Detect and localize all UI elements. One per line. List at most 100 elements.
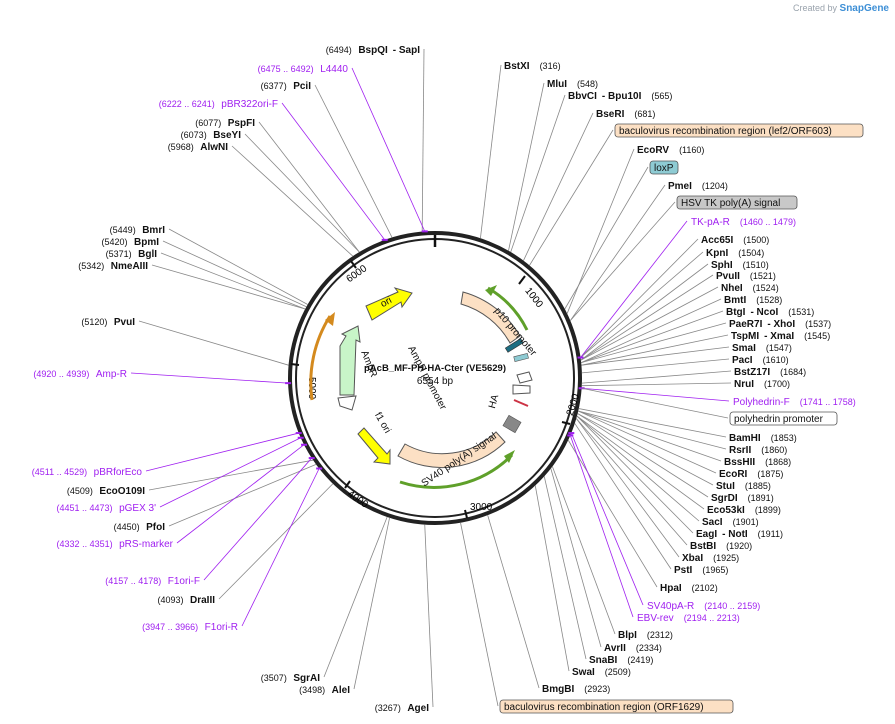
primer-label: Polyhedrin-F(1741 .. 1758) bbox=[733, 397, 856, 408]
primer-pbr322ori-f[interactable]: (6222 .. 6241) pBR322ori-F bbox=[159, 99, 278, 110]
site-name: (5342) NmeAIII bbox=[78, 261, 148, 272]
features bbox=[309, 285, 533, 489]
site-sgrdi[interactable]: SgrDI(1891) bbox=[711, 493, 774, 504]
site-bstbi[interactable]: BstBI(1920) bbox=[690, 541, 752, 552]
site-smai[interactable]: SmaI(1547) bbox=[732, 343, 792, 354]
site-name: (4093) DraIII bbox=[157, 595, 215, 606]
site-psti[interactable]: PstI(1965) bbox=[674, 565, 728, 576]
site-blpi[interactable]: BlpI(2312) bbox=[618, 630, 673, 641]
site-ecoo109i[interactable]: (4509) EcoO109I bbox=[67, 486, 145, 497]
feature-box-loxp[interactable]: loxP bbox=[649, 160, 679, 175]
site-nrui[interactable]: NruI(1700) bbox=[734, 379, 790, 390]
site-bamhi[interactable]: BamHI(1853) bbox=[729, 433, 797, 444]
site-bsshii[interactable]: BssHII(1868) bbox=[724, 457, 791, 468]
site-kpni[interactable]: KpnI(1504) bbox=[706, 248, 764, 259]
site-hpai[interactable]: HpaI(2102) bbox=[660, 583, 718, 594]
leader-line bbox=[567, 439, 658, 588]
site-bseyi[interactable]: (6073) BseYI bbox=[181, 130, 242, 141]
site-name: (4509) EcoO109I bbox=[67, 486, 145, 497]
site-pcii[interactable]: (6377) PciI bbox=[261, 81, 312, 92]
site-btgi[interactable]: BtgI- NcoI(1531) bbox=[726, 307, 814, 318]
site-alei[interactable]: (3498) AleI bbox=[299, 685, 350, 696]
site-bseri[interactable]: BseRI(681) bbox=[596, 109, 655, 120]
site-pspfi[interactable]: (6077) PspFI bbox=[195, 118, 255, 129]
primer-prs-marker[interactable]: (4332 .. 4351) pRS-marker bbox=[57, 539, 174, 550]
primer-pgex-3[interactable]: (4451 .. 4473) pGEX 3' bbox=[57, 503, 157, 514]
leader-line bbox=[575, 418, 680, 558]
primer-amp-r[interactable]: (4920 .. 4939) Amp-R bbox=[33, 369, 127, 380]
feature-box-label: loxP bbox=[654, 163, 674, 174]
site-bmgbi[interactable]: BmgBI(2923) bbox=[542, 684, 610, 695]
primer-tk-pa-r[interactable]: TK-pA-R(1460 .. 1479) bbox=[691, 217, 796, 228]
site-saci[interactable]: SacI(1901) bbox=[702, 517, 759, 528]
feature-box-hsv-tk-poly-a-signal[interactable]: HSV TK poly(A) signal bbox=[676, 195, 798, 210]
site-swai[interactable]: SwaI(2509) bbox=[572, 667, 631, 678]
site-pvuii[interactable]: PvuII(1521) bbox=[716, 271, 776, 282]
site-bbvci[interactable]: BbvCI- Bpu10I(565) bbox=[568, 91, 672, 102]
tick-label-2000: 2000 bbox=[565, 392, 582, 417]
site-bmri[interactable]: (5449) BmrI bbox=[110, 225, 166, 236]
p10-promoter-feature[interactable] bbox=[460, 291, 521, 344]
feature-box-baculovirus-recombination-region-orf1629[interactable]: baculovirus recombination region (ORF162… bbox=[499, 699, 734, 714]
primer-label: (4157 .. 4178) F1ori-F bbox=[105, 576, 200, 587]
site-eco53ki[interactable]: Eco53kI(1899) bbox=[707, 505, 781, 516]
site-bmti[interactable]: BmtI(1528) bbox=[724, 295, 782, 306]
arrow-head-icon bbox=[504, 450, 515, 463]
site-paci[interactable]: PacI(1610) bbox=[732, 355, 789, 366]
leader-line bbox=[529, 129, 614, 266]
primer-label: (6475 .. 6492) L4440 bbox=[258, 64, 349, 75]
ampr-feature[interactable] bbox=[339, 325, 361, 396]
primer-leader bbox=[130, 372, 289, 384]
site-acc65i[interactable]: Acc65I(1500) bbox=[701, 235, 769, 246]
site-avrii[interactable]: AvrII(2334) bbox=[604, 643, 662, 654]
site-draiii[interactable]: (4093) DraIII bbox=[157, 595, 215, 606]
snapgene-credit: Created by SnapGene bbox=[793, 3, 889, 14]
site-bstxi[interactable]: BstXI(316) bbox=[504, 61, 561, 72]
leader-line bbox=[218, 483, 334, 600]
primer-polyhedrin-f[interactable]: Polyhedrin-F(1741 .. 1758) bbox=[733, 397, 856, 408]
site-eagi[interactable]: EagI- NotI(1911) bbox=[696, 529, 783, 540]
site-ecori[interactable]: EcoRI(1875) bbox=[719, 469, 783, 480]
site-pmei[interactable]: PmeI(1204) bbox=[668, 181, 728, 192]
site-tspmi[interactable]: TspMI- XmaI(1545) bbox=[731, 331, 830, 342]
primer-f1ori-r[interactable]: (3947 .. 3966) F1ori-R bbox=[142, 622, 238, 633]
site-bpmi[interactable]: (5420) BpmI bbox=[101, 237, 159, 248]
site-mlui[interactable]: MluI(548) bbox=[547, 79, 598, 90]
leader-line bbox=[580, 286, 719, 361]
site-snabi[interactable]: SnaBI(2419) bbox=[589, 655, 653, 666]
ampr-promoter-feature[interactable] bbox=[337, 395, 357, 411]
feature-box-polyhedrin-promoter[interactable]: polyhedrin promoter bbox=[729, 411, 838, 426]
site-rsrii[interactable]: RsrII(1860) bbox=[729, 445, 787, 456]
leader-line bbox=[162, 240, 307, 308]
site-xbai[interactable]: XbaI(1925) bbox=[682, 553, 739, 564]
site-bstz17i[interactable]: BstZ17I(1684) bbox=[734, 367, 806, 378]
leader-line bbox=[168, 464, 317, 527]
sv40-green-arrow bbox=[399, 453, 514, 489]
site-name: (6377) PciI bbox=[261, 81, 312, 92]
site-pvui[interactable]: (5120) PvuI bbox=[81, 317, 135, 328]
site-sgrai[interactable]: (3507) SgrAI bbox=[261, 673, 320, 684]
primer-l4440[interactable]: (6475 .. 6492) L4440 bbox=[258, 64, 349, 75]
site-pfoi[interactable]: (4450) PfoI bbox=[114, 522, 166, 533]
site-bspqi[interactable]: (6494) BspQI- SapI bbox=[326, 45, 420, 56]
primer-pbrforeco[interactable]: (4511 .. 4529) pBRforEco bbox=[32, 467, 143, 478]
f1-ori-feature[interactable] bbox=[357, 427, 391, 465]
site-ecorv[interactable]: EcoRV(1160) bbox=[637, 145, 704, 156]
feature-box-baculovirus-recombination-region-lef2-orf603[interactable]: baculovirus recombination region (lef2/O… bbox=[614, 123, 864, 138]
leader-line bbox=[566, 148, 635, 314]
site-nhei[interactable]: NheI(1524) bbox=[721, 283, 779, 294]
site-sphi[interactable]: SphI(1510) bbox=[711, 260, 769, 271]
primer-f1ori-f[interactable]: (4157 .. 4178) F1ori-F bbox=[105, 576, 200, 587]
site-bgli[interactable]: (5371) BglI bbox=[106, 249, 158, 260]
site-stui[interactable]: StuI(1885) bbox=[716, 481, 771, 492]
site-alwni[interactable]: (5968) AlwNI bbox=[168, 142, 229, 153]
site-nmeaiii[interactable]: (5342) NmeAIII bbox=[78, 261, 148, 272]
leader-line bbox=[578, 408, 727, 438]
site-paer7i[interactable]: PaeR7I- XhoI(1537) bbox=[729, 319, 831, 330]
leader-line bbox=[480, 64, 502, 239]
primer-sv40pa-r[interactable]: SV40pA-R(2140 .. 2159) bbox=[647, 601, 760, 612]
ori-feature[interactable] bbox=[365, 287, 413, 321]
primer-ebv-rev[interactable]: EBV-rev(2194 .. 2213) bbox=[637, 613, 740, 624]
site-agei[interactable]: (3267) AgeI bbox=[375, 703, 429, 714]
sv40-polya-feature[interactable] bbox=[397, 431, 506, 469]
